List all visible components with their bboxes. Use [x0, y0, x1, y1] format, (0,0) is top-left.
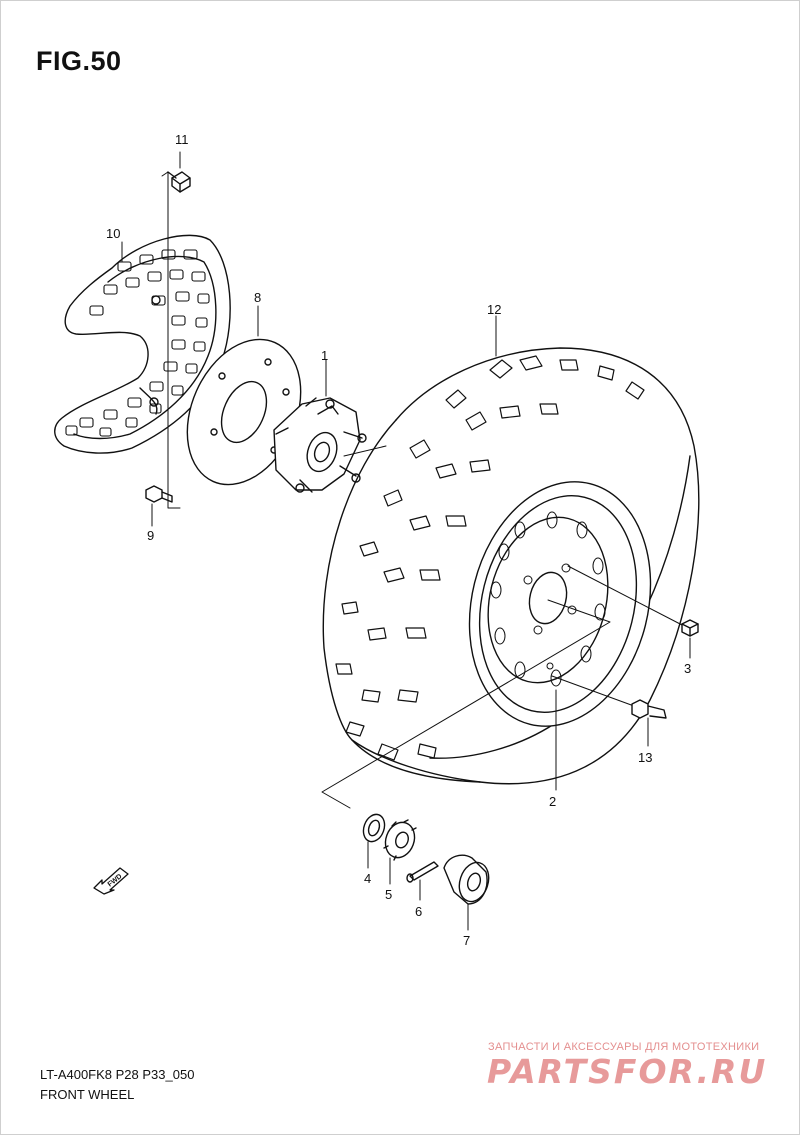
bolt-11-drawing: [167, 171, 191, 193]
cotter-pin-6-drawing: [406, 861, 439, 883]
bolt-9-drawing: [145, 485, 173, 503]
washer-4-drawing: [362, 813, 386, 843]
nut-3-drawing: [681, 619, 699, 637]
hub-cap-7-drawing: [443, 854, 490, 905]
model-code: LT-A400FK8 P28 P33_050: [40, 1067, 195, 1082]
callout-3: 3: [684, 661, 691, 676]
callout-10: 10: [106, 226, 120, 241]
figure-title: FIG.50: [36, 46, 122, 76]
callout-4: 4: [364, 871, 371, 886]
callout-13: 13: [638, 750, 652, 765]
rim-leader-lines: [321, 565, 685, 809]
callout-6: 6: [415, 904, 422, 919]
callout-12: 12: [487, 302, 501, 317]
callout-1: 1: [321, 348, 328, 363]
watermark-logo: PARTSFOR.RU: [487, 1052, 768, 1091]
callout-7: 7: [463, 933, 470, 948]
callout-11: 11: [175, 132, 189, 147]
wheel-hub-drawing: [273, 397, 367, 493]
castle-nut-5-drawing: [383, 819, 417, 861]
fwd-arrow-icon: FWD: [93, 867, 129, 895]
valve-13-drawing: [631, 699, 667, 719]
leader-bracket-11-9: [161, 171, 181, 509]
watermark-tagline: ЗАПЧАСТИ И АКСЕССУАРЫ ДЛЯ МОТОТЕХНИКИ: [488, 1041, 760, 1053]
section-name: FRONT WHEEL: [40, 1087, 135, 1102]
callout-labels: 11 10 8 1 12 9 3 13 2 4 5 6 7: [106, 132, 691, 948]
callout-5: 5: [385, 887, 392, 902]
callout-8: 8: [254, 290, 261, 305]
hub-axis-line: [343, 445, 387, 457]
callout-9: 9: [147, 528, 154, 543]
callout-2: 2: [549, 794, 556, 809]
bottom-leader-lines: [121, 151, 691, 931]
